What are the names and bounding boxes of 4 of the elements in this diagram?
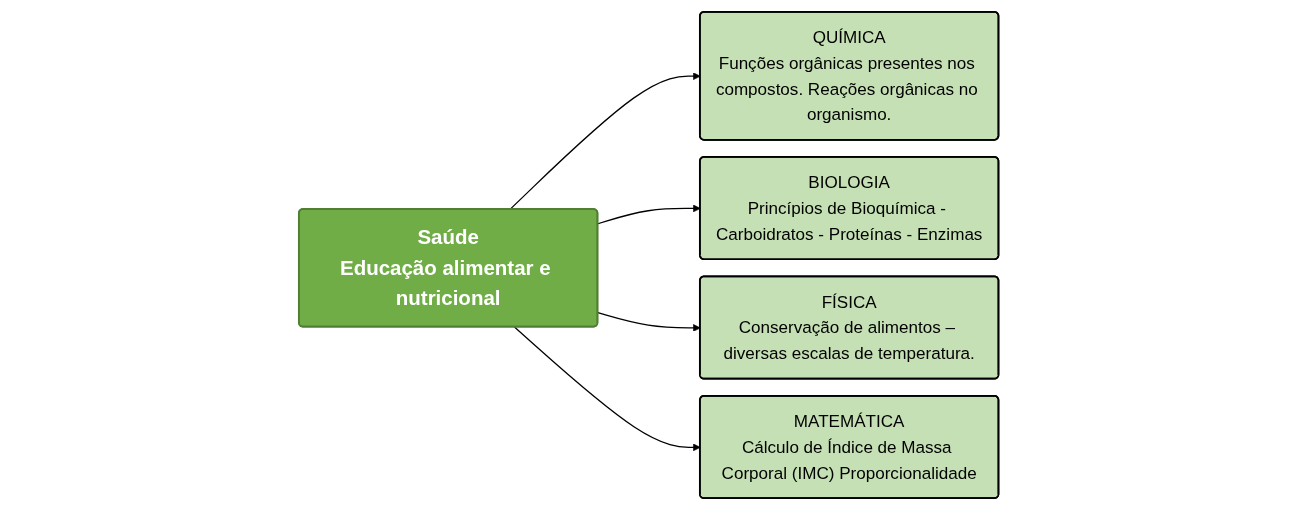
arrow [597, 312, 701, 332]
arrow [597, 204, 701, 225]
arrow [514, 326, 701, 452]
arrow [509, 72, 701, 210]
